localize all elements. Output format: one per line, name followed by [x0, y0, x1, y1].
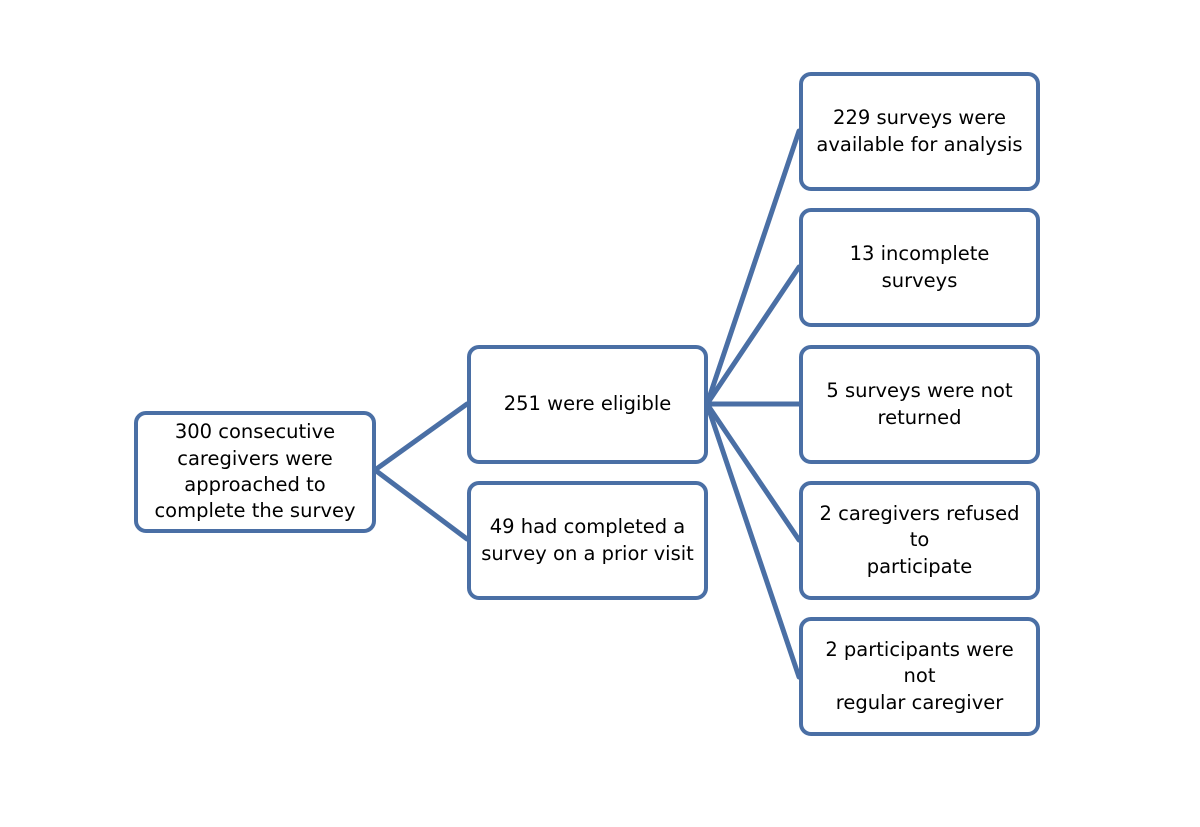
node-incomplete: 13 incomplete surveys — [799, 208, 1040, 327]
node-available-label: 229 surveys were available for analysis — [816, 106, 1023, 156]
node-not-regular: 2 participants were not regular caregive… — [799, 617, 1040, 736]
node-refused: 2 caregivers refused to participate — [799, 481, 1040, 600]
edge-eligible-not-regular — [704, 401, 802, 680]
node-eligible-label: 251 were eligible — [503, 392, 672, 416]
node-incomplete-label: 13 incomplete surveys — [849, 242, 990, 292]
node-not-returned-label: 5 surveys were not returned — [826, 379, 1013, 429]
node-prior-visit-label: 49 had completed a survey on a prior vis… — [481, 515, 694, 565]
edge-eligible-available — [704, 128, 802, 407]
edge-eligible-refused — [704, 401, 802, 543]
node-not-regular-label: 2 participants were not regular caregive… — [825, 638, 1014, 714]
node-approached-label: 300 consecutive caregivers were approach… — [154, 420, 356, 523]
edge-eligible-incomplete — [704, 264, 802, 407]
node-prior-visit: 49 had completed a survey on a prior vis… — [467, 481, 708, 600]
node-not-returned: 5 surveys were not returned — [799, 345, 1040, 464]
node-eligible: 251 were eligible — [467, 345, 708, 464]
node-refused-label: 2 caregivers refused to participate — [819, 502, 1020, 578]
edge-approached-prior-visit — [372, 467, 470, 542]
node-approached: 300 consecutive caregivers were approach… — [134, 411, 376, 533]
edge-approached-eligible — [372, 401, 470, 473]
node-available: 229 surveys were available for analysis — [799, 72, 1040, 191]
